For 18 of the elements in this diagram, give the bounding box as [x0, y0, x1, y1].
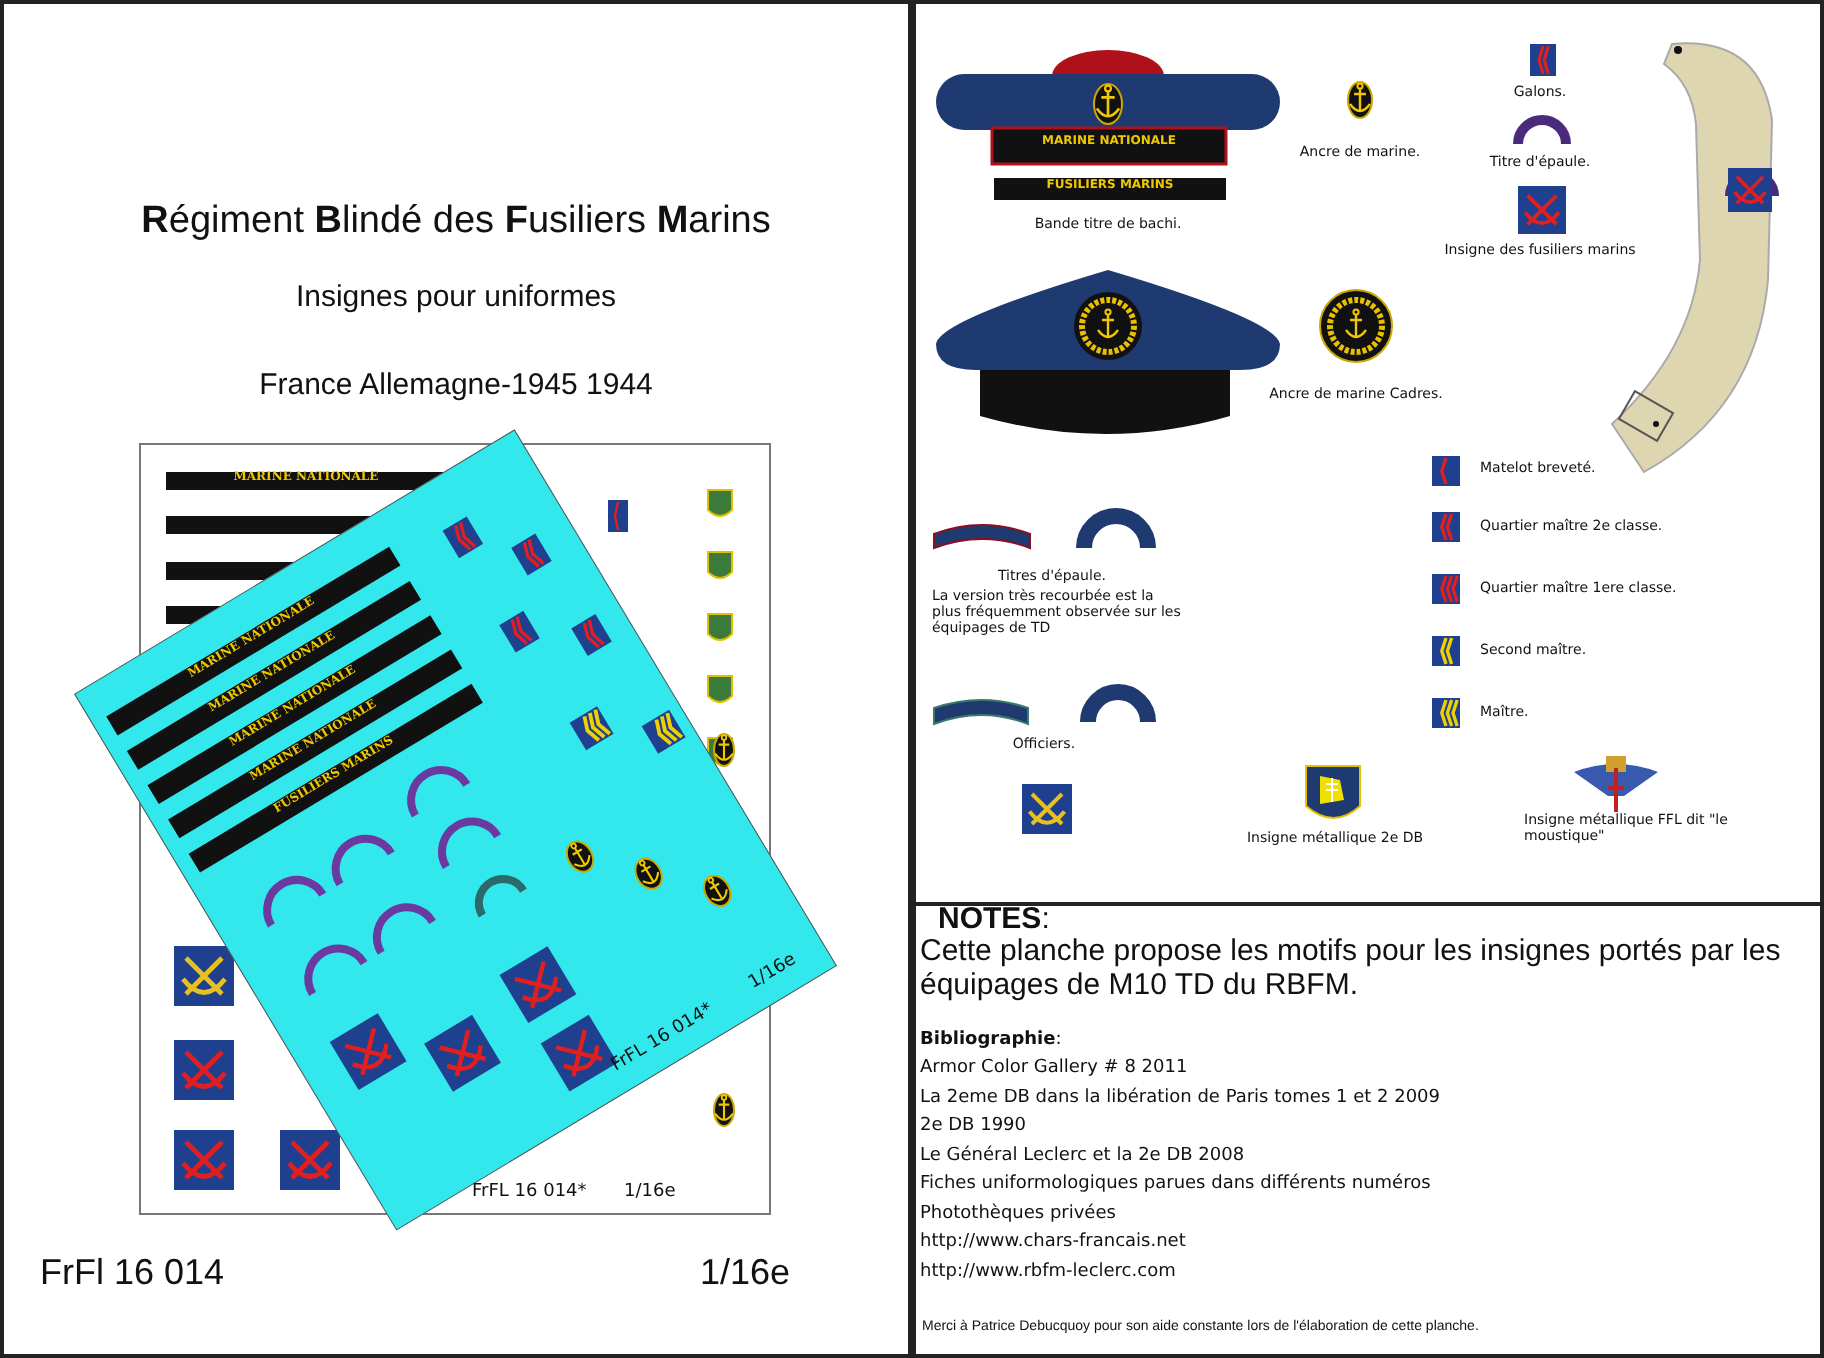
- link: http://www.rbfm-leclerc.com: [920, 1261, 1176, 1282]
- notes-heading: NOTES:: [938, 902, 1050, 937]
- bibliography-entry: La 2eme DB dans la libération de Paris tomes 1 et 2 2009: [920, 1087, 1441, 1108]
- title: Régiment Blindé des Fusiliers Marins: [139, 200, 773, 244]
- sheet-code: FrFL 16 014*: [472, 1182, 587, 1203]
- bibliography-entry: Fiches uniformologiques parues dans différents numéros: [920, 1174, 1431, 1195]
- bibliography-entry: Photothèques privées: [920, 1203, 1116, 1224]
- link: http://www.chars-francais.net: [920, 1232, 1186, 1253]
- bibliography-entry: Armor Color Gallery # 8 2011: [920, 1058, 1188, 1079]
- bibliography-entry: Le Général Leclerc et la 2e DB 2008: [920, 1145, 1245, 1166]
- scale-text: 1/16e: [700, 1252, 791, 1294]
- subtitle: Insignes pour uniformes: [293, 280, 619, 315]
- subtitle: France Allemagne-1945 1944: [257, 368, 655, 403]
- reference-number: FrFl 16 014: [40, 1252, 225, 1294]
- scale-text: 1/16e: [624, 1182, 676, 1203]
- notes-text: Cette planche propose les motifs pour les insignes portés par les équipages de M10 TD du RBFM.: [920, 934, 1783, 1003]
- bibliography-heading: Bibliographie:: [920, 1030, 1062, 1051]
- bibliography-entry: 2e DB 1990: [920, 1116, 1026, 1137]
